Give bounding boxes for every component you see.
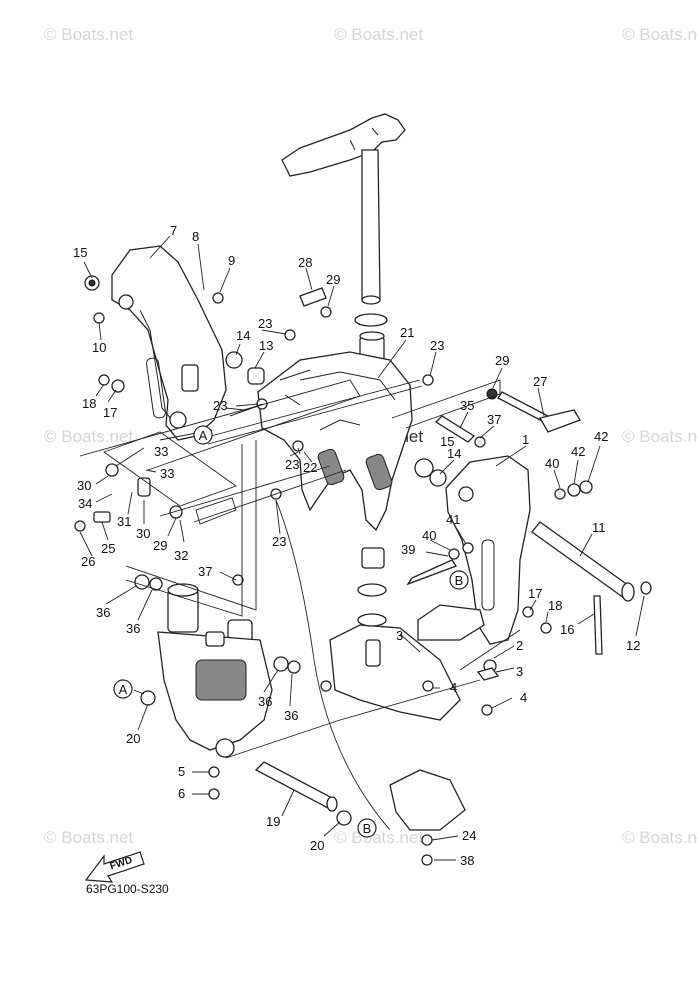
callout: 33	[160, 466, 174, 481]
callout: 42	[594, 429, 608, 444]
callout: 36	[258, 694, 272, 709]
ref-mark-b-bottom: B	[357, 818, 377, 838]
diagram-code: 63PG100-S230	[86, 882, 169, 896]
small-hardware-drawing	[74, 275, 603, 866]
svg-text:B: B	[455, 573, 464, 588]
ref-mark-a-bottom: A	[113, 679, 133, 699]
callout: 8	[192, 229, 199, 244]
watermark: © Boats.net	[622, 25, 698, 44]
callout: 23	[430, 338, 444, 353]
callout: 23	[272, 534, 286, 549]
callout: 32	[174, 548, 188, 563]
callout: 37	[198, 564, 212, 579]
callout: 40	[545, 456, 559, 471]
callout: 20	[126, 731, 140, 746]
callout: 15	[73, 245, 87, 260]
callout: 13	[259, 338, 273, 353]
callout: 17	[528, 586, 542, 601]
callout: 21	[400, 325, 414, 340]
callout: 23	[285, 457, 299, 472]
lower-mount-drawing	[329, 547, 466, 831]
callout: 29	[326, 272, 340, 287]
callout-labels: 15 7 8 9 10 14 13 23 28 29 21 23 18 17 2…	[73, 223, 640, 868]
callout: 25	[101, 541, 115, 556]
callout: 4	[450, 680, 457, 695]
callout: 33	[154, 444, 168, 459]
callout: 14	[447, 446, 461, 461]
callout: 27	[533, 374, 547, 389]
callout: 34	[78, 496, 92, 511]
callout: 20	[310, 838, 324, 853]
callout: 9	[228, 253, 235, 268]
callout: 7	[170, 223, 177, 238]
callout: 36	[96, 605, 110, 620]
callout: 11	[592, 520, 606, 535]
callout: 29	[495, 353, 509, 368]
tilt-stop-lever-drawing	[486, 388, 581, 433]
callout: 31	[117, 514, 131, 529]
tilt-tube-drawing	[531, 521, 652, 602]
callout: 3	[396, 628, 403, 643]
steering-arm-drawing	[281, 113, 406, 386]
callout: 18	[82, 396, 96, 411]
watermark: © Boats.net	[44, 427, 133, 446]
callout: 36	[284, 708, 298, 723]
callout: 36	[126, 621, 140, 636]
callout: 5	[178, 764, 185, 779]
callout: 38	[460, 853, 474, 868]
callout: 23	[258, 316, 272, 331]
svg-text:B: B	[363, 821, 372, 836]
ref-mark-b-right: B	[449, 570, 469, 590]
callout: 40	[422, 528, 436, 543]
callout: 30	[77, 478, 91, 493]
power-trim-unit-drawing	[157, 583, 273, 758]
callout: 41	[446, 512, 460, 527]
callout: 12	[626, 638, 640, 653]
callout: 42	[571, 444, 585, 459]
callout: 15	[440, 434, 454, 449]
callout: 18	[548, 598, 562, 613]
callout: 17	[103, 405, 117, 420]
callout: 30	[136, 526, 150, 541]
watermark: © Boats.net	[334, 828, 423, 847]
reference-guides	[79, 379, 521, 831]
ref-mark-a-top: A	[193, 425, 213, 445]
callout: 35	[460, 398, 474, 413]
callout: 24	[462, 828, 476, 843]
svg-text:A: A	[199, 428, 208, 443]
watermark: © Boats.net	[44, 828, 133, 847]
left-clamp-bracket-drawing	[111, 245, 227, 441]
callout: 22	[303, 460, 317, 475]
callout: 3	[516, 664, 523, 679]
swivel-bracket-drawing	[257, 351, 413, 532]
watermark: © Boats.net	[622, 828, 698, 847]
callout: 39	[401, 542, 415, 557]
watermark: © Boats.net	[334, 25, 423, 44]
callout: 10	[92, 340, 106, 355]
callout: 23	[213, 398, 227, 413]
callout: 29	[153, 538, 167, 553]
callout: 2	[516, 638, 523, 653]
callout: 6	[178, 786, 185, 801]
fwd-arrow-icon: FWD	[84, 851, 145, 883]
trim-pin-drawing	[254, 761, 338, 812]
svg-text:A: A	[119, 682, 128, 697]
callout: 4	[520, 690, 527, 705]
right-clamp-bracket-drawing	[417, 455, 531, 645]
callout: 19	[266, 814, 280, 829]
callout: 26	[81, 554, 95, 569]
watermark: © Boats.net	[622, 427, 698, 446]
callout: 16	[560, 622, 574, 637]
watermark: © Boats.net	[44, 25, 133, 44]
callout: 28	[298, 255, 312, 270]
callout: 14	[236, 328, 250, 343]
callout: 37	[487, 412, 501, 427]
callout: 1	[522, 432, 529, 447]
